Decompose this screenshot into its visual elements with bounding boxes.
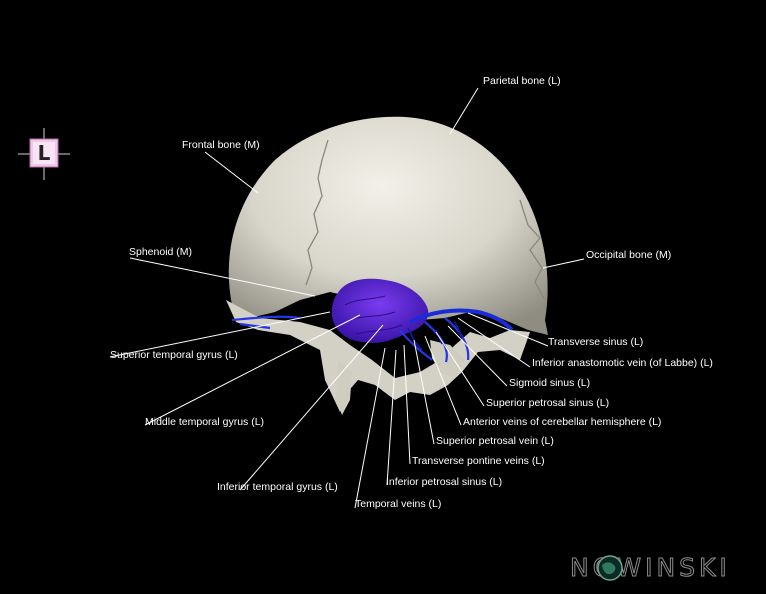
label-transverse-pontine-veins: Transverse pontine veins (L) (412, 455, 545, 467)
skull-vault (228, 116, 548, 336)
label-inferior-anastomotic-vein: Inferior anastomotic vein (of Labbe) (L) (532, 357, 713, 369)
orientation-cube-icon (18, 128, 70, 180)
orientation-letter: L (37, 141, 51, 165)
lambdoid-suture (519, 199, 546, 301)
label-anterior-cerebellar-veins: Anterior veins of cerebellar hemisphere … (463, 416, 662, 428)
label-superior-petrosal-sinus: Superior petrosal sinus (L) (486, 397, 610, 409)
label-parietal-bone: Parietal bone (L) (483, 75, 561, 87)
temporal-gyri (331, 278, 429, 343)
label-inferior-petrosal-sinus: Inferior petrosal sinus (L) (386, 476, 503, 488)
skull-process (336, 360, 352, 415)
nowinski-logo: NOWINSKI (570, 553, 731, 583)
label-middle-temporal-gyrus: Middle temporal gyrus (L) (145, 416, 265, 428)
leader-lines (109, 87, 585, 509)
label-inferior-temporal-gyrus: Inferior temporal gyrus (L) (217, 481, 338, 493)
label-superior-petrosal-vein: Superior petrosal vein (L) (436, 435, 554, 447)
transverse-sinus-vessel (409, 308, 514, 332)
globe-icon (597, 555, 623, 581)
label-occipital-bone: Occipital bone (M) (586, 249, 672, 261)
label-frontal-bone: Frontal bone (M) (182, 139, 260, 151)
label-transverse-sinus: Transverse sinus (L) (548, 336, 644, 348)
skull-base (226, 300, 530, 412)
label-sphenoid: Sphenoid (M) (129, 246, 193, 258)
label-sigmoid-sinus: Sigmoid sinus (L) (509, 377, 591, 389)
label-superior-temporal-gyrus: Superior temporal gyrus (L) (110, 349, 238, 361)
orientation-cube[interactable]: L (18, 128, 70, 180)
coronal-suture (305, 139, 329, 286)
label-temporal-veins: Temporal veins (L) (355, 498, 442, 510)
